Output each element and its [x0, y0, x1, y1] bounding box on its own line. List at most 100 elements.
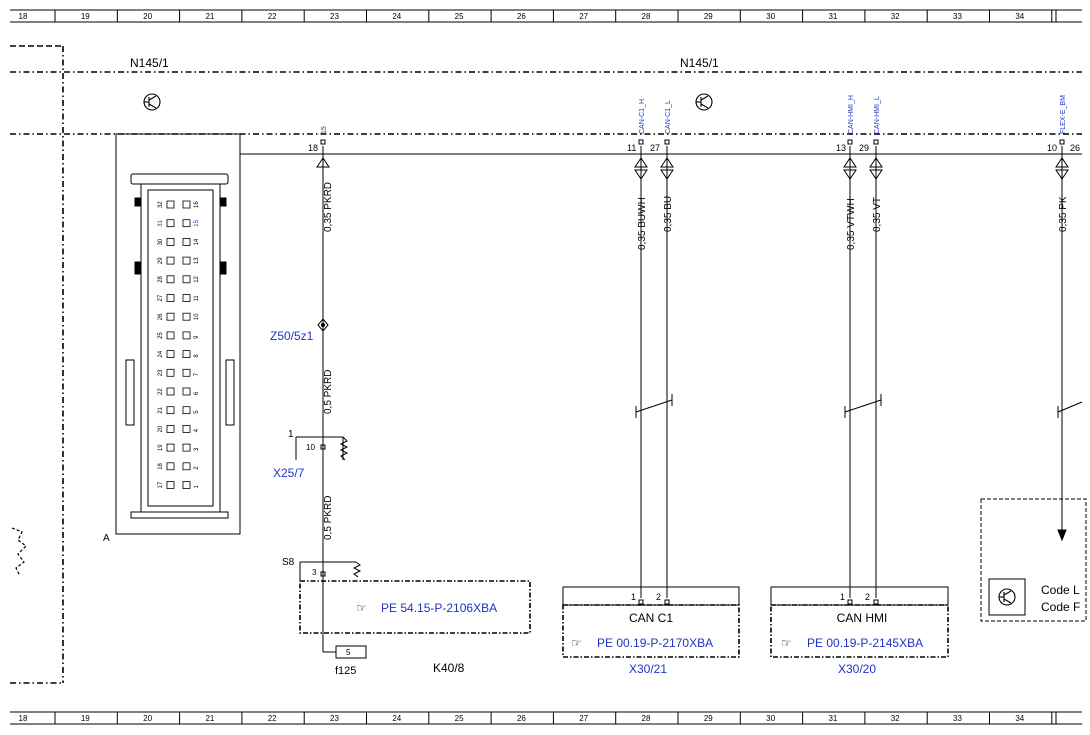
grid-column-number: 32 — [891, 714, 900, 723]
grid-column-number: 19 — [81, 12, 90, 21]
grid-column-number: 24 — [392, 12, 401, 21]
connector-pin-number: 16 — [194, 201, 200, 208]
connector-pin-number: 26 — [158, 313, 164, 320]
signal-name: CAN-C1_H — [639, 99, 646, 134]
connector-pin-number: 28 — [158, 275, 164, 282]
code-line: Code L — [1041, 583, 1080, 597]
connector-x25 — [295, 436, 349, 461]
grid-column-number: 25 — [455, 12, 464, 21]
grid-column-number: 28 — [642, 12, 651, 21]
connector-pin-number: 10 — [194, 313, 200, 320]
splice-icon — [317, 318, 329, 332]
can-c1-ref-link[interactable]: PE 00.19-P-2170XBA — [597, 636, 713, 650]
connector-pin-number: 18 — [158, 462, 164, 469]
module-left-label: N145/1 — [130, 56, 169, 70]
connector-pin-number: 13 — [194, 257, 200, 264]
x25-pin: 10 — [306, 443, 315, 452]
s8-pin: 3 — [312, 568, 317, 577]
grid-column-number: 28 — [642, 714, 651, 723]
grid-column-number: 21 — [205, 714, 214, 723]
connector-pin-number: 6 — [194, 391, 200, 395]
wire-label: 0,5 PKRD — [323, 370, 334, 414]
connector-pin-number: 31 — [158, 219, 164, 226]
connector-label: A — [103, 533, 110, 544]
can-hmi-ref-link[interactable]: PE 00.19-P-2145XBA — [807, 636, 923, 650]
connector-pin-number: 9 — [194, 335, 200, 339]
grid-column-number: 21 — [205, 12, 214, 21]
wire-label: 0,35 PKRD — [323, 182, 334, 232]
pin-number: 29 — [859, 143, 869, 153]
connector-pin-number: 22 — [158, 388, 164, 395]
left-continuation-mark — [11, 527, 27, 577]
connector-pin-number: 12 — [194, 275, 200, 282]
pin-number: 27 — [650, 143, 660, 153]
grid-column-number: 30 — [766, 714, 775, 723]
signal-name: CAN-HMI_L — [874, 96, 881, 134]
grid-column-number: 32 — [891, 12, 900, 21]
connector-pin-number: 20 — [158, 425, 164, 432]
signal-name: FLEX-E_BM — [1060, 95, 1067, 134]
can-hmi-box — [770, 586, 949, 658]
twist-marks — [635, 394, 1083, 418]
wire-label: 0,35 VTWH — [846, 198, 857, 250]
connector-pin-number: 15 — [194, 219, 200, 226]
grid-column-number: 18 — [19, 12, 28, 21]
grid-column-number: 27 — [579, 714, 588, 723]
connector-pin-number: 19 — [158, 444, 164, 451]
grid-column-number: 29 — [704, 714, 713, 723]
wire-label: 0,35 VT — [872, 197, 883, 232]
grid-column-number: 22 — [268, 714, 277, 723]
wire-label: 0,35 BUWH — [637, 197, 648, 250]
grid-column-number: 26 — [517, 12, 526, 21]
pin-number: 18 — [308, 143, 318, 153]
x25-pin-number: 1 — [288, 429, 294, 440]
connector-pin-number: 24 — [158, 350, 164, 357]
can-c1-box — [562, 586, 740, 658]
connector-pin-number: 4 — [194, 428, 200, 432]
grid-column-number: 22 — [268, 12, 277, 21]
splice-label: Z50/5z1 — [270, 329, 314, 343]
can-hmi-pin2: 2 — [865, 592, 870, 602]
signal-name: 15 — [321, 126, 328, 134]
grid-column-number: 29 — [704, 12, 713, 21]
connector-arrows — [316, 157, 1069, 180]
pin-number: 11 — [627, 143, 636, 153]
code-line: Code F — [1041, 600, 1080, 614]
transistor-icon — [998, 588, 1016, 606]
k40-label: K40/8 — [433, 661, 465, 675]
grid-column-number: 26 — [517, 714, 526, 723]
wire-label: 0,35 BU — [663, 196, 674, 232]
x25-label: X25/7 — [273, 466, 305, 480]
can-c1-label: X30/21 — [629, 662, 667, 676]
pin-number: 26 — [1070, 143, 1080, 153]
connector-pin-number: 8 — [194, 354, 200, 358]
grid-column-number: 34 — [1015, 714, 1024, 723]
harness-lines — [239, 153, 1082, 534]
grid-column-number: 25 — [455, 714, 464, 723]
grid-column-number: 23 — [330, 714, 339, 723]
grid-column-number: 31 — [828, 714, 837, 723]
can-hmi-label: X30/20 — [838, 662, 876, 676]
transistor-icon — [695, 93, 713, 111]
connector-pin-number: 27 — [158, 294, 164, 301]
grid-column-number: 19 — [81, 714, 90, 723]
k40-ref-link[interactable]: PE 54.15-P-2106XBA — [381, 601, 497, 615]
grid-column-number: 20 — [143, 12, 152, 21]
signal-name: CAN-HMI_H — [848, 95, 855, 134]
connector-pin-number: 5 — [194, 410, 200, 414]
connector-pin-number: 32 — [158, 201, 164, 208]
can-hmi-pin1: 1 — [840, 592, 845, 602]
can-c1-pin1: 1 — [631, 592, 636, 602]
code-box — [980, 498, 1087, 622]
k40-box — [299, 561, 531, 659]
grid-column-number: 34 — [1015, 12, 1024, 21]
transistor-icon — [143, 93, 161, 111]
connector-pin-number: 30 — [158, 238, 164, 245]
wires — [322, 146, 1063, 632]
connector-pin-number: 29 — [158, 257, 164, 264]
